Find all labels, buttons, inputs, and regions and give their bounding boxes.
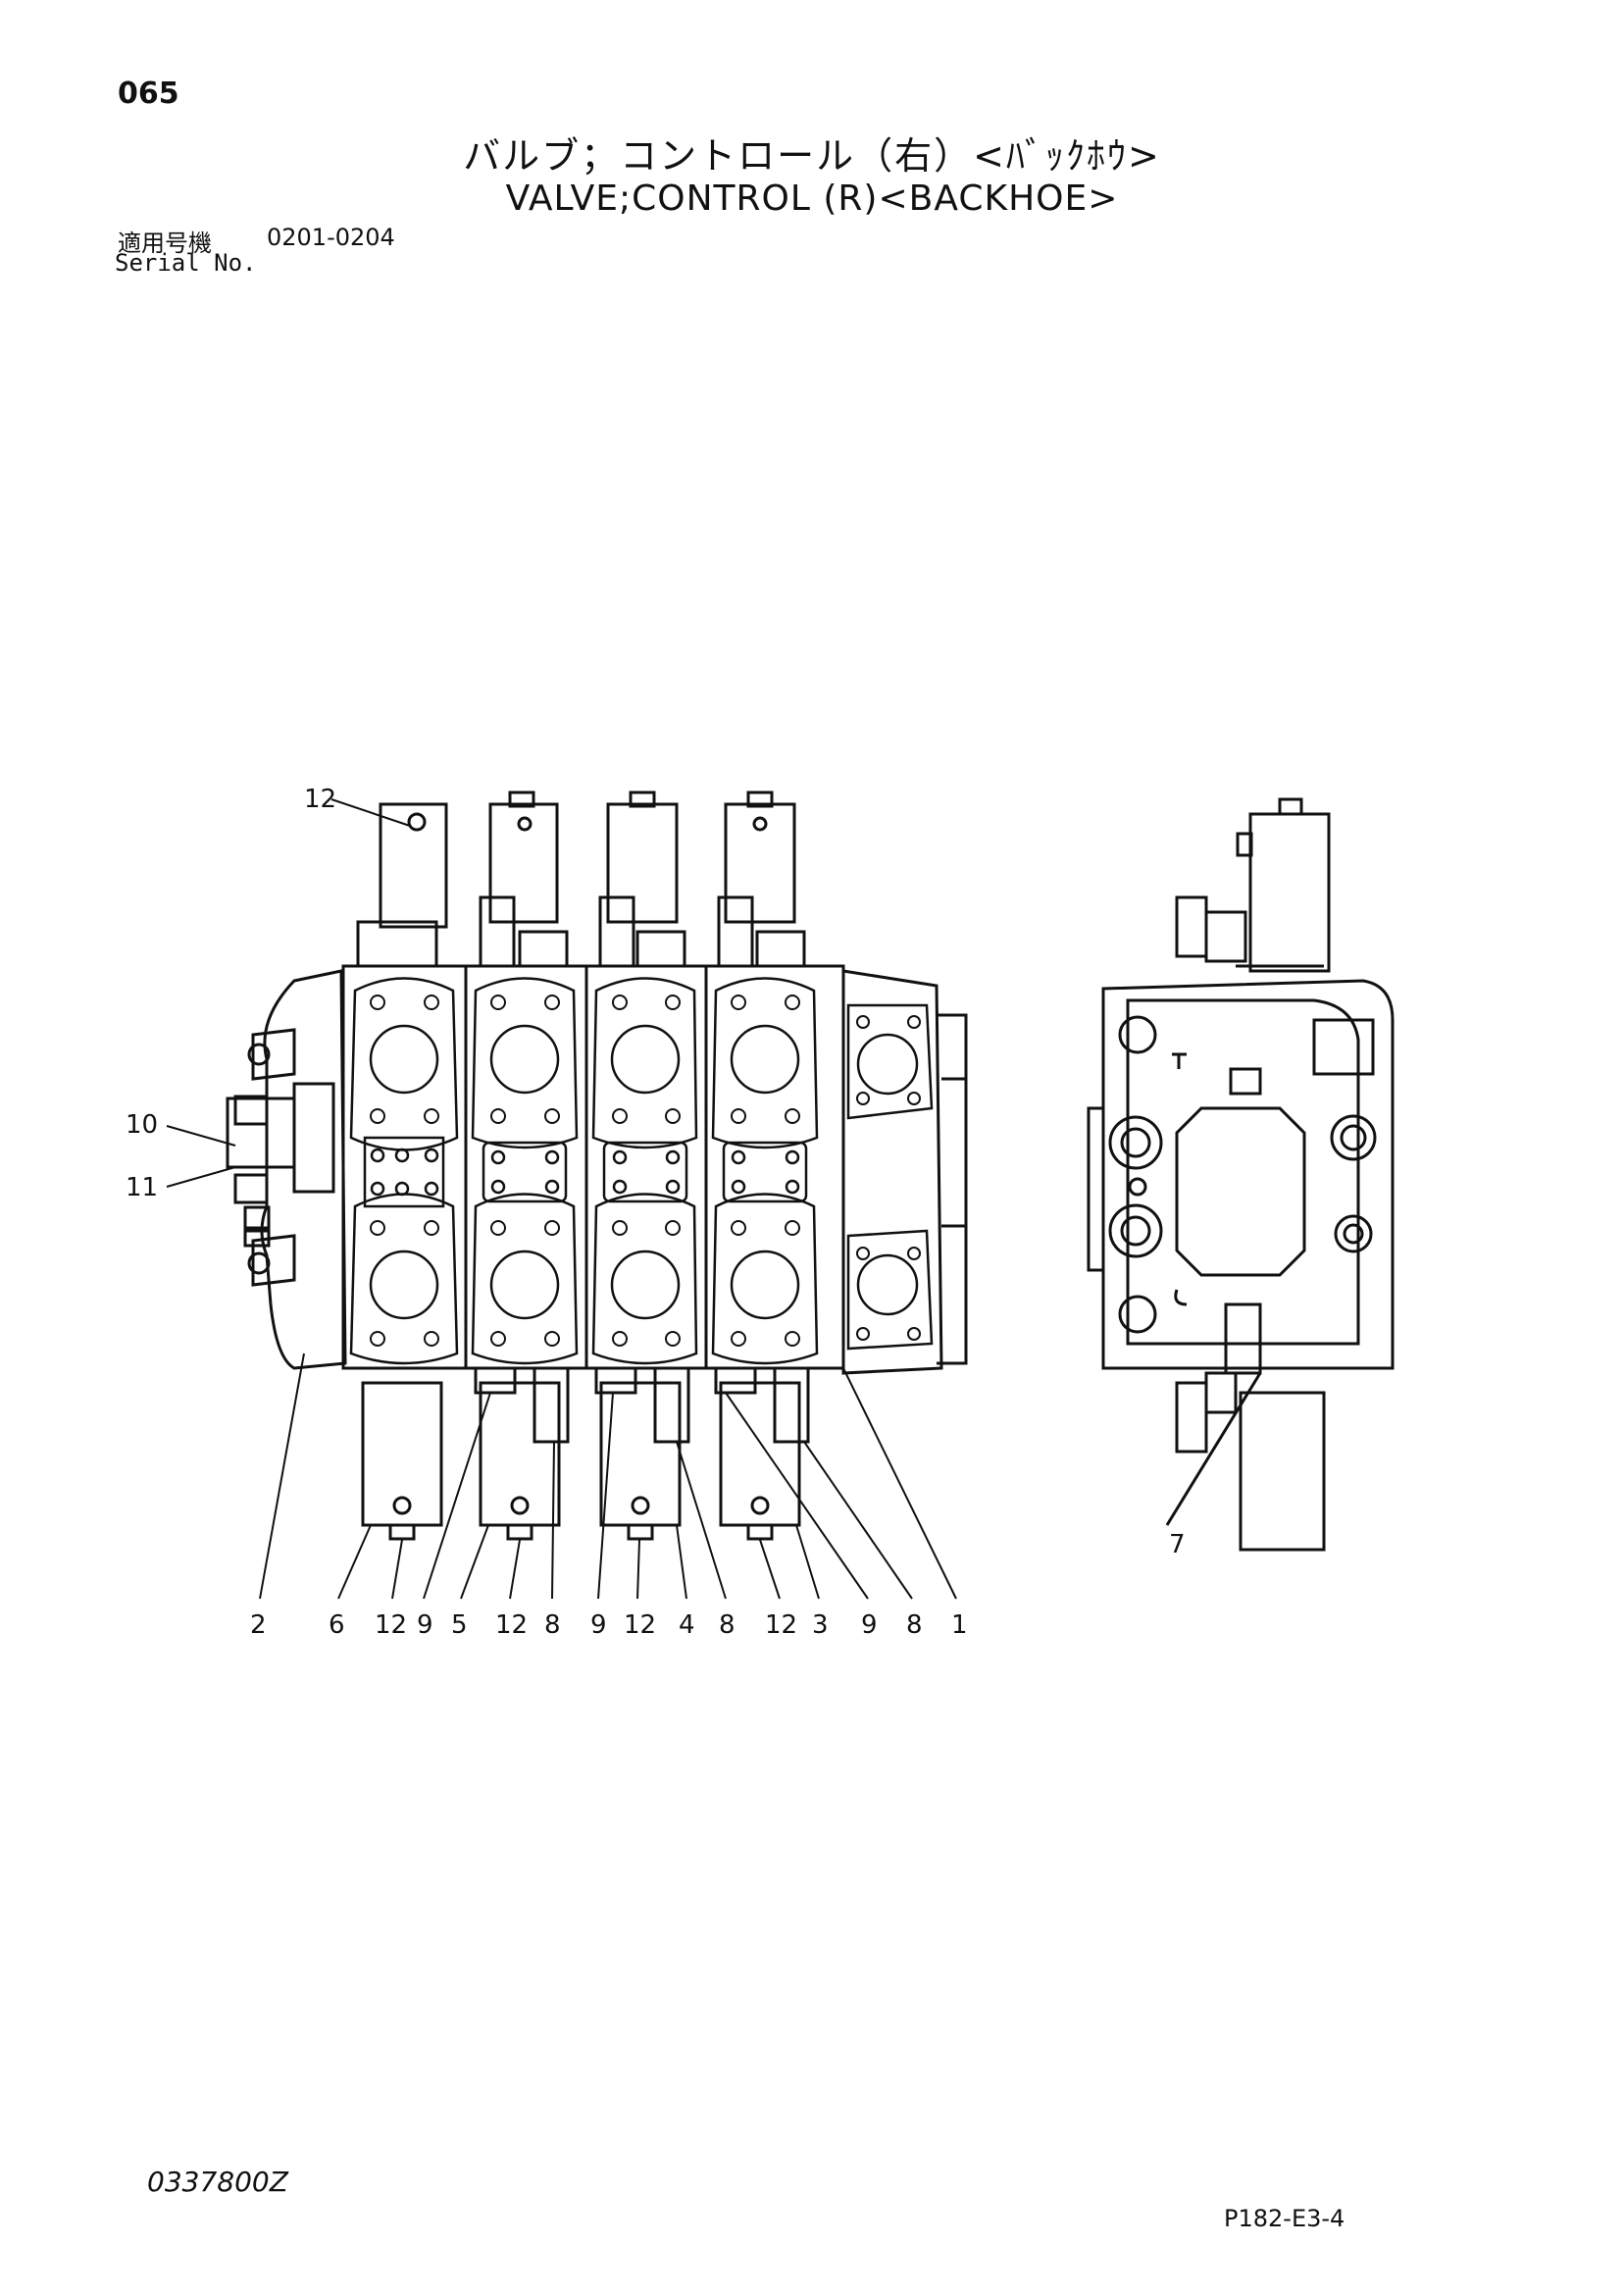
callout-bottom-6: 6	[329, 1610, 345, 1640]
callout-bottom-4: 4	[679, 1610, 695, 1640]
callout-bottom-8a: 8	[544, 1610, 561, 1640]
callout-bottom-8c: 8	[906, 1610, 923, 1640]
callout-11: 11	[126, 1173, 159, 1202]
callout-bottom-12b: 12	[495, 1610, 529, 1640]
callout-bottom-8b: 8	[719, 1610, 736, 1640]
callout-bottom-3: 3	[812, 1610, 829, 1640]
bolt-holes	[370, 995, 921, 1347]
callout-7: 7	[1169, 1530, 1186, 1559]
callout-10: 10	[126, 1110, 159, 1140]
side-view	[1087, 797, 1395, 1552]
ports	[349, 977, 934, 1365]
serial-label-japanese: 適用号機	[118, 230, 212, 257]
callout-bottom-1: 1	[951, 1610, 968, 1640]
callout-bottom-12a: 12	[375, 1610, 408, 1640]
title-japanese: バルブ；コントロール（右）<ﾊﾞｯｸﾎｳ>	[463, 134, 1161, 178]
page-code: P182-E3-4	[1224, 2205, 1345, 2232]
callout-bottom-12c: 12	[624, 1610, 657, 1640]
middle-plates	[363, 1136, 808, 1208]
serial-label-english: Serial No.	[115, 249, 257, 277]
front-view	[166, 791, 968, 1600]
side-cylinder-top	[1248, 812, 1331, 973]
top-caps	[356, 791, 806, 968]
callout-bottom-5: 5	[451, 1610, 468, 1640]
bottom-caps	[361, 1366, 810, 1541]
callout-bottom-9a: 9	[417, 1610, 433, 1640]
side-cylinder-bottom	[1239, 1391, 1326, 1552]
callout-bottom-9c: 9	[861, 1610, 878, 1640]
callout-bottom-9b: 9	[590, 1610, 607, 1640]
side-body	[1101, 979, 1395, 1370]
document-code: 0337800Z	[147, 2166, 288, 2198]
title-english: VALVE;CONTROL (R)<BACKHOE>	[505, 179, 1119, 219]
left-end-cap	[260, 969, 347, 1370]
callout-12-top: 12	[304, 785, 337, 814]
callout-bottom-12d: 12	[765, 1610, 798, 1640]
serial-range: 0201-0204	[267, 224, 395, 251]
side-octagon	[1175, 1106, 1306, 1277]
page-number: 065	[118, 77, 179, 111]
leader-lines	[166, 798, 957, 1600]
callout-bottom-2: 2	[250, 1610, 267, 1640]
